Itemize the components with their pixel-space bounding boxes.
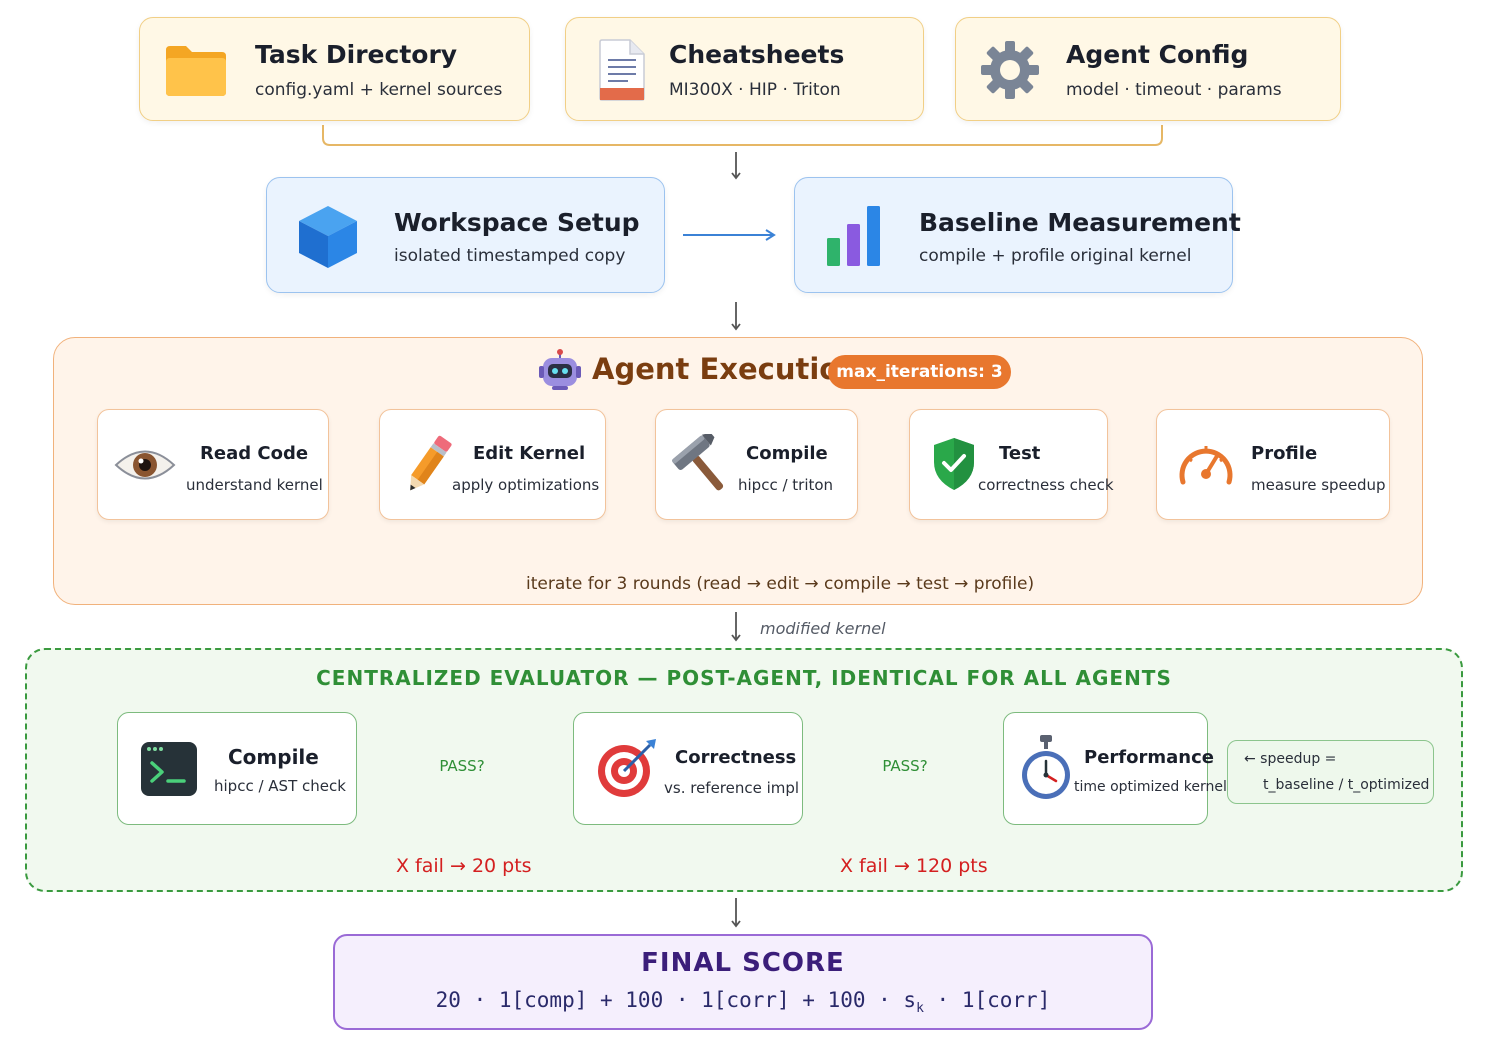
eval-correctness-subtitle: vs. reference impl xyxy=(664,779,800,797)
gear-icon xyxy=(981,41,1039,99)
cheatsheets-subtitle: MI300X · HIP · Triton xyxy=(669,80,841,100)
final-score-title: FINAL SCORE xyxy=(641,948,845,978)
eval-correctness-title: Correctness xyxy=(675,747,797,768)
step-edit-kernel: Edit Kernel apply optimizations xyxy=(379,409,606,520)
robot-icon xyxy=(539,349,581,390)
cheatsheets-title: Cheatsheets xyxy=(669,40,845,69)
task-directory-title: Task Directory xyxy=(255,40,458,69)
hammer-icon xyxy=(672,434,724,491)
step-profile-subtitle: measure speedup xyxy=(1251,476,1386,494)
speedup-note: ← speedup = t_baseline / t_optimized xyxy=(1227,740,1434,804)
agent-execution-title: Agent Execution xyxy=(592,352,860,386)
eval-compile-card: Compile hipcc / AST check xyxy=(117,712,357,825)
cheatsheets-card: Cheatsheets MI300X · HIP · Triton xyxy=(565,17,924,121)
formula-part2: · 1[corr] xyxy=(923,988,1051,1012)
agent-config-card: Agent Config model · timeout · params xyxy=(955,17,1341,121)
step-edit-kernel-subtitle: apply optimizations xyxy=(452,476,600,494)
loop-caption: iterate for 3 rounds (read → edit → comp… xyxy=(526,574,1035,594)
formula-subscript: k xyxy=(916,1001,924,1017)
baseline-measurement-card: Baseline Measurement compile + profile o… xyxy=(794,177,1241,293)
step-profile-title: Profile xyxy=(1251,443,1318,464)
pencil-icon xyxy=(410,435,452,491)
eval-performance-title: Performance xyxy=(1084,747,1214,768)
final-score-formula: 20 · 1[comp] + 100 · 1[corr] + 100 · sk … xyxy=(335,988,1151,1016)
eval-correctness-card: Correctness vs. reference impl xyxy=(573,712,803,825)
speedup-note-line2: t_baseline / t_optimized xyxy=(1263,777,1430,793)
agent-config-title: Agent Config xyxy=(1066,40,1249,69)
final-score-panel: FINAL SCORE 20 · 1[comp] + 100 · 1[corr]… xyxy=(333,934,1153,1030)
step-read-code-title: Read Code xyxy=(200,443,309,464)
eval-performance-card: Performance time optimized kernel xyxy=(1003,712,1227,825)
document-icon xyxy=(599,39,645,101)
evaluator-title: CENTRALIZED EVALUATOR — POST-AGENT, IDEN… xyxy=(316,666,1172,690)
workspace-setup-subtitle: isolated timestamped copy xyxy=(394,246,626,266)
step-edit-kernel-title: Edit Kernel xyxy=(473,443,586,464)
eye-icon xyxy=(114,450,176,480)
task-directory-subtitle: config.yaml + kernel sources xyxy=(255,80,503,100)
inputs-bracket xyxy=(322,125,1163,146)
fail-compile-label: X fail → 20 pts xyxy=(396,855,532,877)
step-compile-subtitle: hipcc / triton xyxy=(738,476,834,494)
stopwatch-icon xyxy=(1022,735,1070,799)
decision-compile-label: PASS? xyxy=(439,757,485,775)
workspace-setup-title: Workspace Setup xyxy=(394,208,640,237)
eval-performance-subtitle: time optimized kernel xyxy=(1074,779,1227,795)
cube-icon xyxy=(299,206,357,268)
shield-check-icon xyxy=(934,438,974,490)
bar-chart-icon xyxy=(827,206,880,266)
baseline-measurement-subtitle: compile + profile original kernel xyxy=(919,246,1192,266)
step-read-code-subtitle: understand kernel xyxy=(186,476,323,494)
fail-correctness-label: X fail → 120 pts xyxy=(840,855,988,877)
speedup-note-line1: ← speedup = xyxy=(1244,751,1337,767)
formula-part1: 20 · 1[comp] + 100 · 1[corr] + 100 · s xyxy=(435,988,917,1012)
decision-correctness-label: PASS? xyxy=(882,757,928,775)
gauge-icon xyxy=(1179,446,1233,485)
workspace-setup-card: Workspace Setup isolated timestamped cop… xyxy=(266,177,665,293)
terminal-icon xyxy=(141,742,197,796)
step-compile-title: Compile xyxy=(746,443,828,464)
modified-kernel-label: modified kernel xyxy=(760,619,886,638)
step-test-subtitle: correctness check xyxy=(978,476,1114,494)
agent-config-subtitle: model · timeout · params xyxy=(1066,80,1282,100)
step-compile: Compile hipcc / triton xyxy=(655,409,858,520)
eval-compile-title: Compile xyxy=(228,745,319,769)
step-read-code: Read Code understand kernel xyxy=(97,409,329,520)
task-directory-card: Task Directory config.yaml + kernel sour… xyxy=(139,17,530,121)
step-test-title: Test xyxy=(999,443,1041,464)
step-test: Test correctness check xyxy=(909,409,1114,520)
folder-icon xyxy=(166,46,226,96)
step-profile: Profile measure speedup xyxy=(1156,409,1390,520)
max-iterations-badge: max_iterations: 3 xyxy=(828,355,1011,389)
target-icon xyxy=(598,739,656,797)
baseline-measurement-title: Baseline Measurement xyxy=(919,208,1241,237)
eval-compile-subtitle: hipcc / AST check xyxy=(214,777,346,795)
